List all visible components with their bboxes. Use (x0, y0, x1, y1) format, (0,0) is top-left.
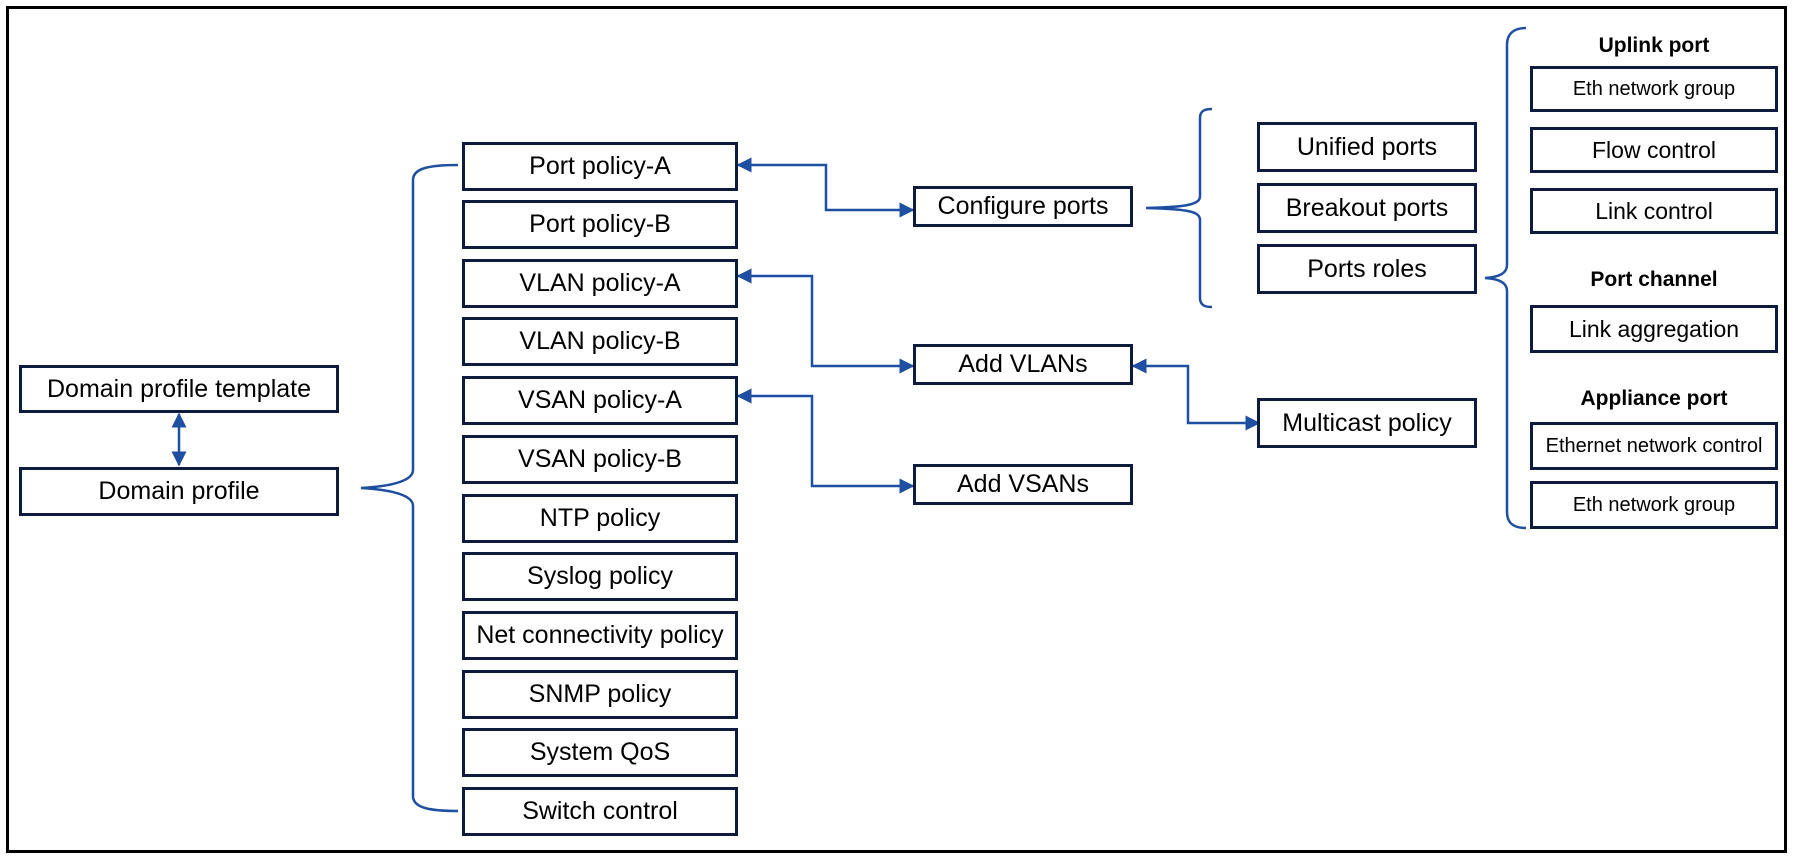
policy-box: VSAN policy-B (462, 435, 738, 484)
unified-ports-box: Unified ports (1257, 122, 1477, 172)
roles-brace (1484, 26, 1527, 530)
add-vlans-box: Add VLANs (913, 344, 1133, 385)
policy-box: VLAN policy-A (462, 259, 738, 308)
policy-box: NTP policy (462, 494, 738, 543)
uplink-item-box: Flow control (1530, 127, 1778, 173)
multicast-policy-box: Multicast policy (1257, 398, 1477, 448)
appliance-item-box: Eth network group (1530, 481, 1778, 529)
diagram-frame (6, 6, 1787, 853)
policy-box: Syslog policy (462, 552, 738, 601)
uplink-item-box: Eth network group (1530, 66, 1778, 112)
appliance-item-box: Ethernet network control (1530, 422, 1778, 470)
vlan-policy-add-vlans-arrow (736, 268, 915, 374)
uplink-port-heading: Uplink port (1598, 34, 1710, 57)
policy-box: VSAN policy-A (462, 376, 738, 425)
port-channel-item-box: Link aggregation (1530, 305, 1778, 353)
policy-box: VLAN policy-B (462, 317, 738, 366)
policy-box: Port policy-B (462, 200, 738, 249)
add-vsans-box: Add VSANs (913, 464, 1133, 505)
policy-box: System QoS (462, 728, 738, 777)
policy-box: Port policy-A (462, 142, 738, 191)
policy-box: Net connectivity policy (462, 611, 738, 660)
port-types-brace (1145, 107, 1213, 309)
policy-box: SNMP policy (462, 670, 738, 719)
uplink-item-box: Link control (1530, 188, 1778, 234)
add-vlans-multicast-arrow (1131, 358, 1261, 431)
policy-box: Switch control (462, 787, 738, 836)
port-channel-heading: Port channel (1590, 268, 1718, 291)
port-policy-configure-arrow (736, 157, 915, 218)
domain-profile-box: Domain profile (19, 467, 339, 516)
policies-brace (360, 163, 459, 813)
configure-ports-box: Configure ports (913, 186, 1133, 227)
domain-profile-template-box: Domain profile template (19, 365, 339, 413)
breakout-ports-box: Breakout ports (1257, 183, 1477, 233)
vsan-policy-add-vsans-arrow (736, 388, 915, 494)
appliance-port-heading: Appliance port (1580, 387, 1728, 410)
ports-roles-box: Ports roles (1257, 244, 1477, 294)
